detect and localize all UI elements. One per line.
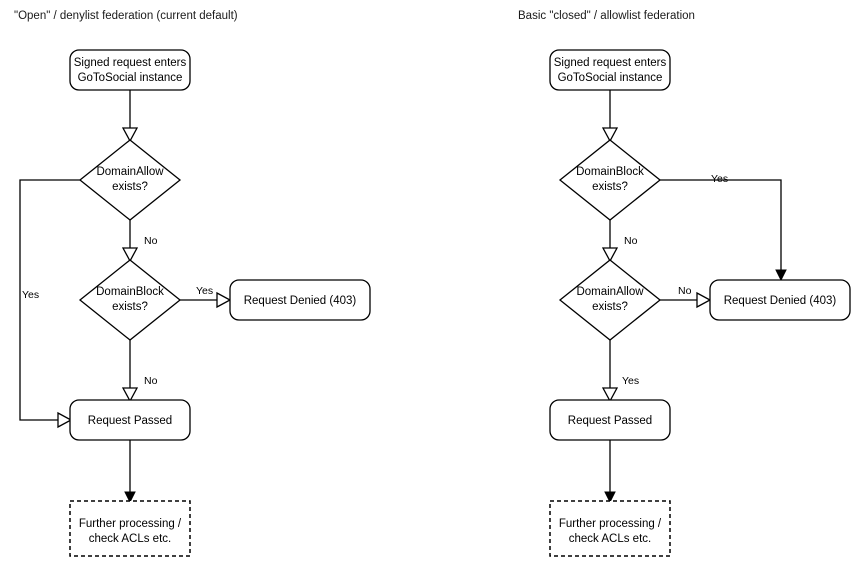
panel-title-closed-allowlist: Basic "closed" / allowlist federation: [518, 10, 695, 22]
edge-block-yes-to-denied-right-arrowhead: [775, 269, 787, 282]
node-request-denied-left-label: Request Denied (403): [244, 295, 357, 307]
node-domainblock-left-shape: [78, 259, 182, 341]
node-request-denied-right-label: Request Denied (403): [724, 295, 837, 307]
node-domainallow-right-label-line2: exists?: [592, 301, 628, 313]
edge-label-allow-no-left: No: [144, 235, 158, 247]
edge-allow-no-to-denied-right: No: [660, 285, 712, 309]
node-entry-right-label-line2: GoToSocial instance: [558, 72, 663, 84]
edge-label-block-no-right: No: [624, 235, 638, 247]
node-domainblock-right-label-line1: DomainBlock: [576, 166, 644, 178]
node-further-processing-left-label-line1: Further processing /: [79, 518, 182, 530]
edge-label-allow-yes-right: Yes: [622, 375, 639, 387]
edge-block-yes-to-denied-right: Yes: [660, 173, 787, 282]
edge-block-no-to-passed-left: No: [121, 340, 158, 403]
node-domainallow-left-shape: [78, 139, 182, 221]
edge-label-block-no-left: No: [144, 375, 158, 387]
node-further-processing-left-shape: [69, 500, 191, 557]
edge-block-no-to-allow-right-arrowhead: [601, 247, 619, 263]
node-request-denied-left-shape: [229, 279, 371, 321]
node-domainblock-right: DomainBlock exists?: [558, 139, 662, 221]
node-entry-right-shape: [549, 49, 671, 91]
node-entry-right-label-line1: Signed request enters: [554, 57, 667, 69]
edge-allow-yes-to-passed-left: Yes: [19, 179, 80, 429]
edge-allow-no-to-denied-right-arrowhead: [696, 291, 712, 309]
edge-allow-no-to-block-left-arrowhead: [121, 247, 139, 263]
edge-entry-to-block-right-arrowhead: [601, 127, 619, 143]
edge-block-no-to-allow-right: No: [601, 220, 638, 263]
edge-label-allow-no-right: No: [678, 285, 692, 297]
edge-passed-to-further-left-arrowhead: [124, 491, 136, 504]
node-domainallow-left: DomainAllow exists?: [78, 139, 182, 221]
node-entry-left-shape: [69, 49, 191, 91]
node-domainallow-right-label-line1: DomainAllow: [576, 286, 644, 298]
node-domainblock-left-label-line2: exists?: [112, 301, 148, 313]
node-further-processing-right-shape: [549, 500, 671, 557]
node-domainblock-right-label-line2: exists?: [592, 181, 628, 193]
edge-block-no-to-passed-left-arrowhead: [121, 387, 139, 403]
node-domainblock-right-shape: [558, 139, 662, 221]
node-further-processing-right: Further processing / check ACLs etc.: [549, 500, 671, 557]
panel-closed-allowlist: Basic "closed" / allowlist federation Si…: [518, 10, 851, 557]
edge-allow-no-to-block-left: No: [121, 220, 158, 263]
node-further-processing-left: Further processing / check ACLs etc.: [69, 500, 191, 557]
edge-label-allow-yes-left: Yes: [22, 289, 39, 301]
node-further-processing-right-label-line2: check ACLs etc.: [569, 533, 651, 545]
edge-entry-to-allow-left: [121, 90, 139, 143]
node-domainblock-left-label-line1: DomainBlock: [96, 286, 164, 298]
edge-entry-to-block-right: [601, 90, 619, 143]
edge-block-yes-to-denied-left: Yes: [180, 285, 232, 309]
node-domainallow-left-label-line1: DomainAllow: [96, 166, 164, 178]
node-request-passed-right-label: Request Passed: [568, 415, 652, 427]
node-domainallow-right-shape: [558, 259, 662, 341]
node-entry-left-label-line2: GoToSocial instance: [78, 72, 183, 84]
node-request-passed-left-label: Request Passed: [88, 415, 172, 427]
node-entry-right: Signed request enters GoToSocial instanc…: [549, 49, 671, 91]
edge-allow-yes-to-passed-right: Yes: [601, 340, 639, 403]
edge-passed-to-further-left: [124, 440, 136, 504]
node-request-denied-right-shape: [709, 279, 851, 321]
edge-allow-yes-to-passed-right-arrowhead: [601, 387, 619, 403]
edge-label-block-yes-right: Yes: [711, 173, 728, 185]
edge-passed-to-further-right-arrowhead: [604, 491, 616, 504]
node-further-processing-right-label-line1: Further processing /: [559, 518, 662, 530]
edge-block-yes-to-denied-right-line: [660, 179, 782, 270]
edge-entry-to-allow-left-arrowhead: [121, 127, 139, 143]
node-entry-left-label-line1: Signed request enters: [74, 57, 187, 69]
panel-title-open-denylist: "Open" / denylist federation (current de…: [14, 10, 238, 22]
node-domainblock-left: DomainBlock exists?: [78, 259, 182, 341]
node-domainallow-right: DomainAllow exists?: [558, 259, 662, 341]
panel-open-denylist: "Open" / denylist federation (current de…: [14, 10, 371, 557]
edge-allow-yes-to-passed-left-arrowhead: [57, 411, 73, 429]
node-request-passed-left: Request Passed: [69, 399, 191, 441]
node-further-processing-left-label-line2: check ACLs etc.: [89, 533, 171, 545]
node-domainallow-left-label-line2: exists?: [112, 181, 148, 193]
node-request-denied-left: Request Denied (403): [229, 279, 371, 321]
node-request-passed-right: Request Passed: [549, 399, 671, 441]
edge-block-yes-to-denied-left-arrowhead: [216, 291, 232, 309]
edge-passed-to-further-right: [604, 440, 616, 504]
edge-allow-yes-to-passed-left-line: [19, 179, 80, 421]
edge-label-block-yes-left: Yes: [196, 285, 213, 297]
node-request-denied-right: Request Denied (403): [709, 279, 851, 321]
node-entry-left: Signed request enters GoToSocial instanc…: [69, 49, 191, 91]
